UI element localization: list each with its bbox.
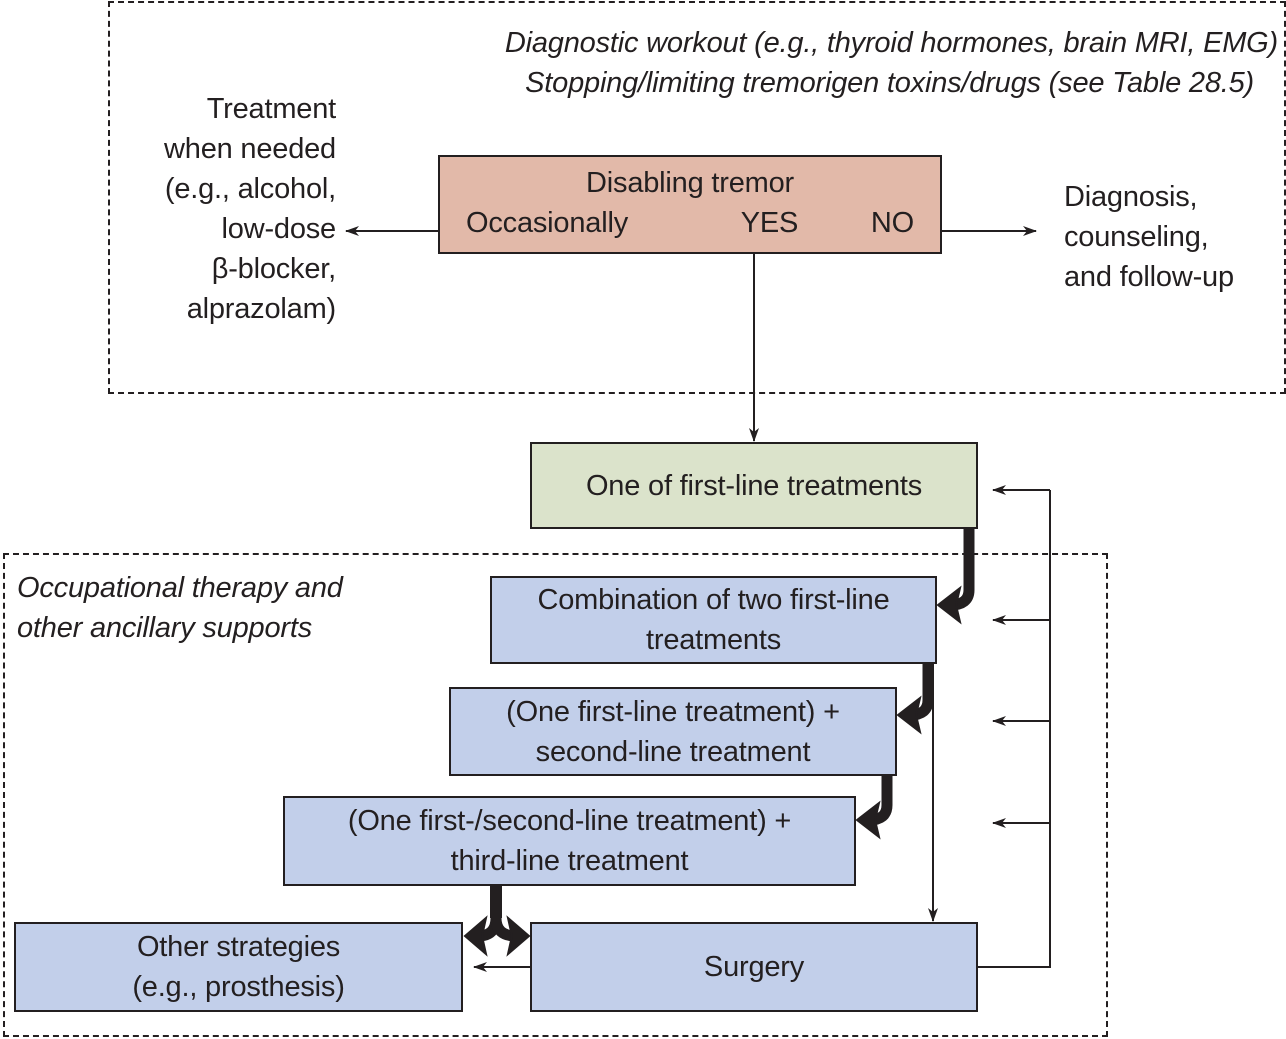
- ancillary-support-region: [3, 553, 1108, 1037]
- occasional-line-3: (e.g., alcohol,: [164, 173, 336, 205]
- other-strategies-box: Other strategies (e.g., prosthesis): [14, 922, 463, 1012]
- no-outcome-line-2: counseling,: [1064, 221, 1209, 253]
- occasional-line-1: Treatment: [206, 93, 336, 125]
- third-line-line-1: (One first-/second-line treatment) +: [347, 805, 792, 837]
- no-outcome-note: Diagnosis, counseling, and follow-up: [1064, 177, 1284, 297]
- no-outcome-line-1: Diagnosis,: [1064, 181, 1198, 213]
- other-line-2: (e.g., prosthesis): [132, 971, 345, 1003]
- combination-line-1: Combination of two first-line: [537, 584, 890, 616]
- option-occasionally: Occasionally: [466, 207, 628, 239]
- other-line-1: Other strategies: [136, 931, 341, 963]
- decision-options: Occasionally YES NO: [440, 203, 940, 243]
- second-line-line-2: second-line treatment: [535, 735, 811, 768]
- occasional-treatment-note: Treatment when needed (e.g., alcohol, lo…: [110, 89, 336, 329]
- diagnostic-region: [108, 1, 1286, 394]
- second-line-treatment-box: (One first-line treatment) + second-line…: [449, 687, 897, 776]
- disabling-tremor-decision-box: Disabling tremor Occasionally YES NO: [438, 155, 942, 254]
- option-no: NO: [870, 207, 914, 239]
- drug-stop-note: Stopping/limiting tremorigen toxins/drug…: [300, 63, 1254, 103]
- combination-line-2: treatments: [646, 624, 781, 656]
- surgery-label: Surgery: [703, 951, 805, 983]
- occasional-line-6: alprazolam): [186, 293, 337, 325]
- first-line-treatment-box: One of first-line treatments: [530, 442, 978, 529]
- ancillary-note: Occupational therapy and other ancillary…: [17, 568, 437, 648]
- third-line-line-2: third-line treatment: [450, 845, 689, 877]
- occasional-line-5: β-blocker,: [211, 253, 336, 285]
- first-line-label: One of first-line treatments: [585, 469, 923, 502]
- diagnostic-note: Diagnostic workout (e.g., thyroid hormon…: [300, 23, 1278, 63]
- combination-treatment-box: Combination of two first-line treatments: [490, 576, 937, 664]
- option-yes: YES: [740, 207, 799, 239]
- ancillary-note-line-1: Occupational therapy and: [17, 572, 343, 604]
- occasional-line-2: when needed: [164, 133, 336, 165]
- no-outcome-line-3: and follow-up: [1064, 261, 1234, 293]
- third-line-treatment-box: (One first-/second-line treatment) + thi…: [283, 796, 856, 886]
- diagnostic-note-line-1: Diagnostic workout (e.g., thyroid hormon…: [504, 27, 1278, 59]
- drug-stop-note-line: Stopping/limiting tremorigen toxins/drug…: [525, 67, 1254, 99]
- second-line-line-1: (One first-line treatment) +: [506, 695, 840, 728]
- decision-title: Disabling tremor: [586, 167, 794, 199]
- ancillary-note-line-2: other ancillary supports: [17, 612, 313, 644]
- surgery-box: Surgery: [530, 922, 978, 1012]
- occasional-line-4: low-dose: [221, 213, 337, 245]
